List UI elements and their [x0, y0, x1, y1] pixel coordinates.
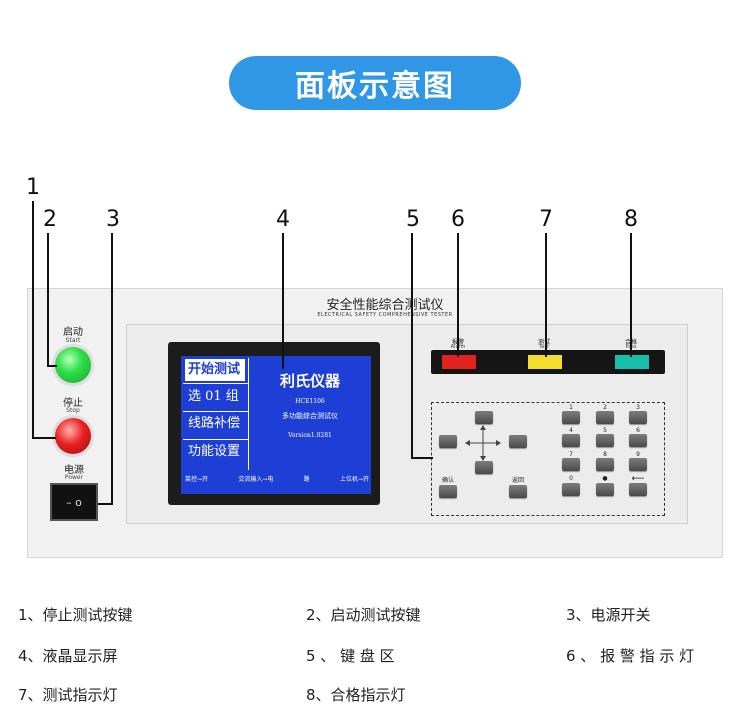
- leader-line-8: [630, 233, 632, 357]
- key-label: 1: [569, 404, 573, 411]
- start-button[interactable]: [55, 347, 91, 383]
- test-label: 测试: [537, 339, 550, 346]
- stop-label: 停止: [63, 398, 83, 409]
- power-label: 电源: [64, 465, 84, 476]
- stop-button[interactable]: [55, 418, 91, 454]
- lcd-divider: [183, 383, 248, 384]
- lcd-footer-item: 路: [303, 476, 310, 483]
- device-title: 安全性能综合测试仪: [326, 298, 444, 313]
- backspace-icon: ⟵: [631, 474, 645, 484]
- leader-line-3: [111, 233, 113, 505]
- callout-1: 1: [26, 175, 40, 200]
- lcd-divider-vertical: [248, 358, 249, 470]
- pass-indicator: [615, 355, 649, 369]
- key-8[interactable]: [596, 458, 614, 471]
- key-label: 8: [603, 451, 607, 458]
- callout-8: 8: [624, 207, 638, 232]
- confirm-key-label: 确认: [441, 477, 454, 484]
- alarm-indicator: [442, 355, 476, 369]
- leader-line-2: [47, 233, 49, 367]
- lcd-divider: [183, 439, 248, 440]
- key-down[interactable]: [475, 461, 493, 474]
- callout-2: 2: [43, 207, 57, 232]
- leader-line-6: [457, 233, 459, 357]
- keypad-region: [431, 402, 665, 516]
- key-right[interactable]: [509, 435, 527, 448]
- legend-item-5: 5 、 键 盘 区: [306, 647, 395, 665]
- lcd-menu-start-test[interactable]: 开始测试: [185, 359, 245, 381]
- lcd-footer-item: 交流输入→电: [238, 476, 274, 483]
- legend-item-1: 1、停止测试按键: [18, 606, 133, 624]
- lcd-brand: 利氏仪器: [279, 372, 340, 390]
- key-9[interactable]: [629, 458, 647, 471]
- key-backspace[interactable]: [629, 483, 647, 496]
- leader-line-1: [32, 201, 34, 439]
- key-7[interactable]: [562, 458, 580, 471]
- leader-line-1: [32, 437, 56, 439]
- key-2[interactable]: [596, 411, 614, 424]
- legend-item-3: 3、电源开关: [566, 606, 651, 624]
- lcd-divider: [183, 411, 248, 412]
- key-label: ●: [602, 475, 608, 482]
- leader-line-2: [47, 365, 57, 367]
- direction-arrows-icon: [465, 425, 501, 461]
- page-title: 面板示意图: [229, 56, 521, 110]
- key-1[interactable]: [562, 411, 580, 424]
- legend-item-6: 6 、 报 警 指 示 灯: [566, 647, 695, 665]
- back-key-label: 返回: [511, 477, 524, 484]
- key-3[interactable]: [629, 411, 647, 424]
- stop-sublabel: Stop: [66, 407, 80, 414]
- legend-item-8: 8、合格指示灯: [306, 686, 406, 704]
- callout-5: 5: [406, 207, 420, 232]
- lcd-version: Version1.0281: [288, 432, 332, 439]
- key-label: 7: [569, 451, 573, 458]
- key-up[interactable]: [475, 411, 493, 424]
- lcd-description: 多功能综合测试仪: [282, 412, 338, 420]
- key-label: 4: [569, 427, 573, 434]
- key-label: 9: [636, 451, 640, 458]
- leader-line-4: [282, 233, 284, 369]
- power-switch[interactable]: – o: [50, 483, 98, 521]
- leader-line-5: [411, 233, 413, 459]
- test-indicator: [528, 355, 562, 369]
- key-label: 2: [603, 404, 607, 411]
- key-5[interactable]: [596, 434, 614, 447]
- key-left[interactable]: [439, 435, 457, 448]
- key-6[interactable]: [629, 434, 647, 447]
- lcd-footer-item: 菜控→开: [185, 476, 209, 483]
- lcd-screen: 开始测试 选 01 组 线路补偿 功能设置 利氏仪器 HCE1106 多功能综合…: [181, 356, 371, 494]
- test-sublabel: Test: [539, 344, 549, 350]
- power-symbol: – o: [66, 495, 82, 509]
- leader-line-7: [545, 233, 547, 357]
- start-sublabel: Start: [65, 337, 81, 344]
- callout-7: 7: [539, 207, 553, 232]
- power-sublabel: Power: [64, 474, 84, 481]
- key-dot[interactable]: [596, 483, 614, 496]
- start-label: 启动: [63, 327, 83, 338]
- leader-line-5: [411, 457, 433, 459]
- callout-3: 3: [106, 207, 120, 232]
- lcd-model: HCE1106: [295, 398, 325, 405]
- lcd-menu-group[interactable]: 选 01 组: [188, 389, 239, 404]
- lcd-footer-item: 上位机→开: [339, 476, 369, 483]
- legend-item-7: 7、测试指示灯: [18, 686, 118, 704]
- lcd-menu-settings[interactable]: 功能设置: [188, 444, 241, 459]
- key-label: 3: [636, 404, 640, 411]
- key-back[interactable]: [509, 485, 527, 498]
- key-label: 6: [636, 427, 640, 434]
- lcd-footer: 菜控→开 交流输入→电 路 上位机→开: [185, 474, 369, 483]
- legend-item-4: 4、液晶显示屏: [18, 647, 118, 665]
- key-label: 0: [569, 475, 573, 482]
- lcd-menu-compensation[interactable]: 线路补偿: [188, 416, 241, 431]
- key-label: 5: [603, 427, 607, 434]
- callout-4: 4: [276, 207, 290, 232]
- key-confirm[interactable]: [439, 485, 457, 498]
- device-subtitle: ELECTRICAL SAFETY COMPREHENSIVE TESTER: [317, 312, 453, 318]
- leader-line-3: [98, 503, 113, 505]
- key-4[interactable]: [562, 434, 580, 447]
- key-0[interactable]: [562, 483, 580, 496]
- callout-6: 6: [451, 207, 465, 232]
- legend-item-2: 2、启动测试按键: [306, 606, 421, 624]
